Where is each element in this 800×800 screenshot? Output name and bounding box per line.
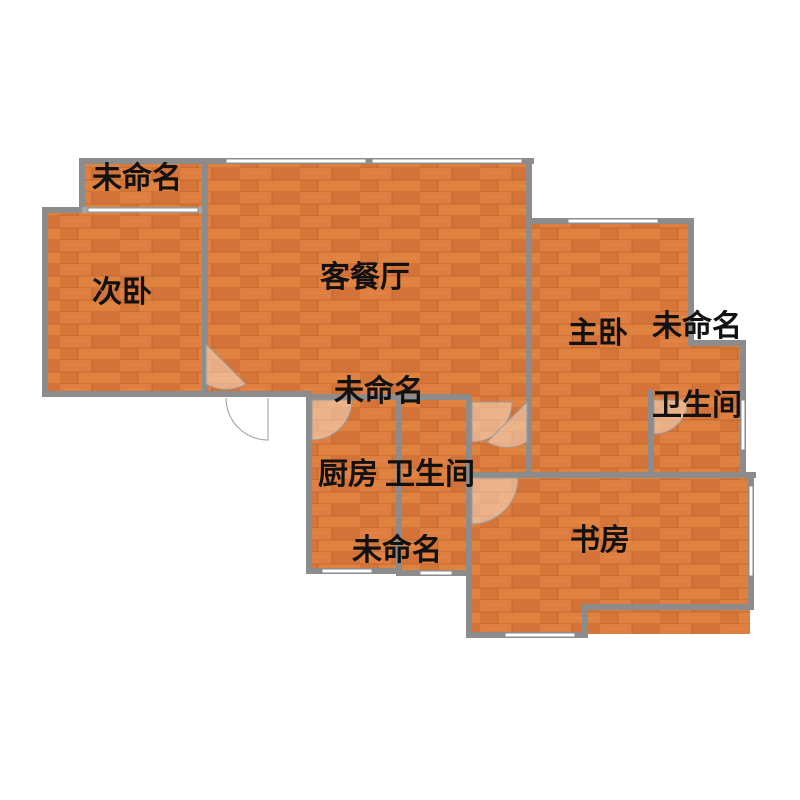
doors xyxy=(205,342,689,525)
label-unnamed-bottom: 未命名 xyxy=(352,533,442,568)
label-bathroom-right: 卫生间 xyxy=(652,388,742,423)
door-second-bedroom[interactable] xyxy=(205,342,247,390)
door-kitchen[interactable] xyxy=(311,399,353,441)
floor-living-dining xyxy=(205,162,530,394)
door-study[interactable] xyxy=(471,477,519,525)
floor-second-bedroom xyxy=(45,210,205,393)
label-kitchen: 厨房 xyxy=(318,457,378,492)
door-bathroom-right[interactable] xyxy=(653,399,689,435)
door-passage-right[interactable] xyxy=(486,400,528,448)
label-master-bedroom: 主卧 xyxy=(568,316,628,351)
label-second-bedroom: 次卧 xyxy=(92,275,152,310)
door-entrance[interactable] xyxy=(225,397,269,441)
label-unnamed-top-left: 未命名 xyxy=(92,161,182,196)
windows xyxy=(87,158,754,638)
label-unnamed-right: 未命名 xyxy=(652,309,742,344)
floor-unnamed-top-left xyxy=(82,162,202,210)
floor-unnamed-right xyxy=(690,345,742,395)
label-bathroom-center: 卫生间 xyxy=(385,457,475,492)
floor-bathroom-center xyxy=(400,400,470,572)
label-study: 书房 xyxy=(570,523,630,558)
label-unnamed-center: 未命名 xyxy=(334,374,424,409)
label-living-dining: 客餐厅 xyxy=(320,260,410,295)
room-labels: 未命名 次卧 客餐厅 主卧 未命名 未命名 卫生间 厨房 卫生间 书房 未命名 xyxy=(92,161,742,568)
